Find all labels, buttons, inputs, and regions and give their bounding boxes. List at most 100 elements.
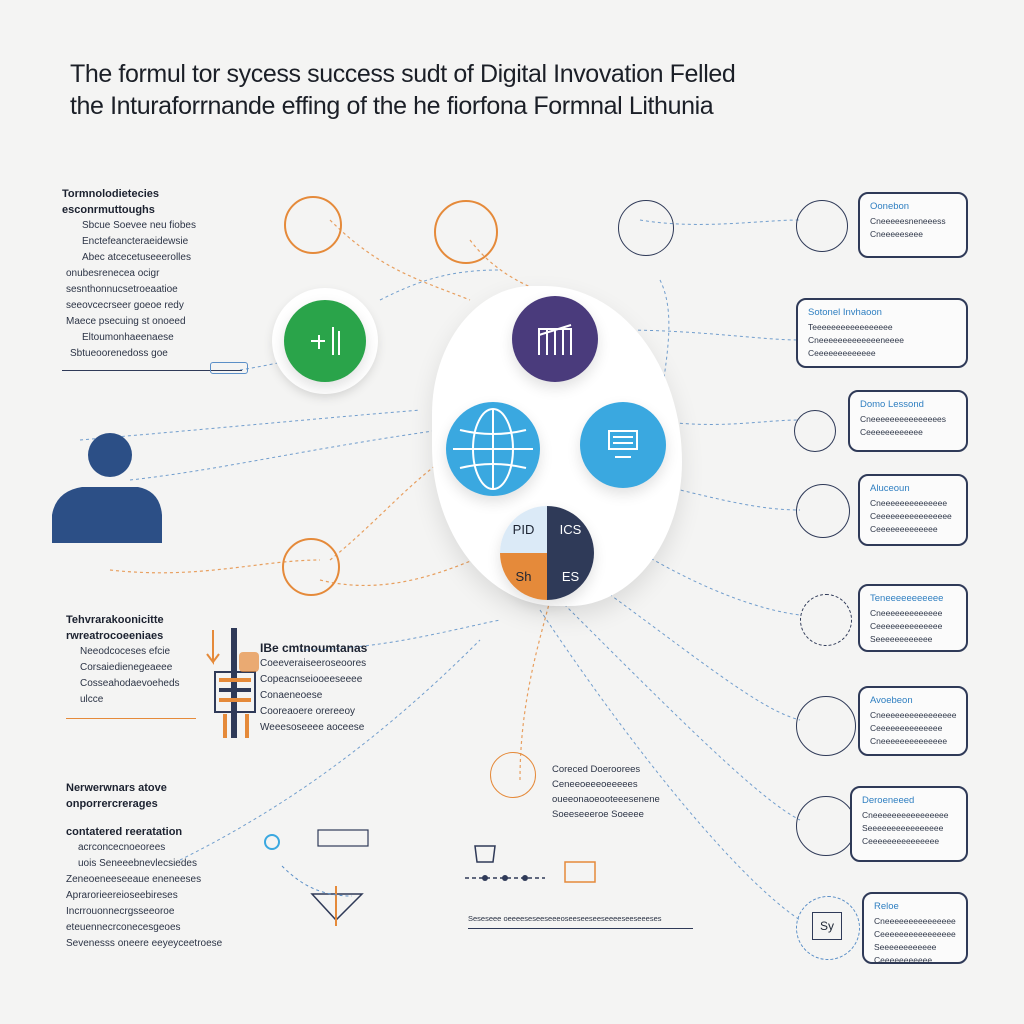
center-bottom-block: Coreced Doeroorees Ceneeoeeeoeeeees ouee… (552, 762, 672, 822)
center-block-line: Cooreaoere orereeoy (260, 706, 356, 717)
target-icon (490, 752, 536, 798)
center-bottom-line: oueeonaoeooteeesenene (552, 794, 660, 805)
card-title: Aluceoun (870, 483, 910, 494)
info-card: Domo Lessond Cneeeeeeeeeeeeeees Ceeeeeee… (848, 390, 968, 452)
card-line: Teeeeeeeeeeeeeeeee (808, 322, 893, 332)
info-card: Deroeneeed Cneeeeeeeeeeeeeeee Seeeeeeeee… (850, 786, 968, 862)
left-bottom-line: Sevenesss oneere eeyeyceetroese (66, 938, 223, 949)
left-bottom-line: uois Seneeebnevlecsiedes (78, 858, 197, 869)
info-card: Sotonel Invhaoon Teeeeeeeeeeeeeeeee Cnee… (796, 298, 968, 368)
person-icon (52, 433, 162, 543)
left-bottom-heading-2: onporrercrerages (66, 798, 158, 810)
left-mid-heading-2: rwreatrocoeeniaes (66, 630, 164, 642)
left-top-line: Sbtueoorenedoss goe (70, 348, 168, 359)
title-line-2: the Inturaforrnande effing of the he fio… (70, 92, 714, 120)
card-title: Avoebeon (870, 695, 913, 706)
globe-icon (446, 402, 540, 496)
center-bottom-line: Ceneeoeeeoeeeees (552, 779, 638, 790)
hand-icon (796, 484, 850, 538)
left-bottom-line: Zeneoeneeseeaue eneneeses (66, 874, 202, 885)
info-card: Avoebeon Cneeeeeeeeeeeeeeee Ceeeeeeeeeee… (858, 686, 968, 756)
card-line: Cneeeeeeeeeeeeeneeee (808, 335, 904, 345)
card-title: Domo Lessond (860, 399, 924, 410)
card-line: Cneeeeeeeeeeeeeeee (870, 710, 957, 720)
card-line: Cneeeeeeeeeeeeeeee (862, 810, 949, 820)
center-block-heading: IBe cmtnoumtanas (260, 641, 368, 655)
center-bottom-line: Soeeseeeroe Soeeee (552, 809, 644, 820)
center-block-line: Coeeveraiseeroseoores (260, 658, 367, 669)
hand-icon (206, 628, 259, 738)
card-line: Ceeeeeeeeeeeeeeee (874, 929, 956, 939)
left-top-heading-2: esconrmuttoughs (62, 204, 155, 216)
left-mid-heading-1: Tehvrarakoonicitte (66, 614, 164, 626)
document-icon (434, 200, 498, 264)
target-icon (796, 896, 860, 960)
left-mid-line: Neeodcoceses efcie (80, 646, 171, 657)
card-line: Ceeeeeeeeeee (874, 955, 933, 965)
document-icon (580, 402, 666, 488)
left-mid-line: ulcce (80, 694, 104, 705)
center-block-line: Weeesoseeee aoceese (260, 722, 365, 733)
sy-icon-label: Sy (812, 912, 842, 940)
quadrant-tl: PID (500, 506, 547, 553)
left-top-line: Eltoumonhaeenaese (82, 332, 174, 343)
left-top-line: Sbcue Soevee neu fiobes (82, 220, 196, 231)
gear-icon (796, 200, 848, 252)
left-mid-block: Tehvrarakoonicitte rwreatrocoeeniaes Nee… (66, 612, 216, 719)
card-line: Cneeeeeeeeeeeeeees (860, 414, 947, 424)
card-line: Ceeeeeeeeeeeeeee (862, 836, 940, 846)
divider (62, 370, 242, 371)
card-line: Ceeeeeeeeeeeee (870, 524, 938, 534)
left-bottom-sub: contatered reeratation (66, 826, 183, 838)
title-line-1: The formul tor sycess success sudt of Di… (70, 60, 736, 88)
left-bottom-block: Nerwerwnars atove onporrercrerages conta… (66, 780, 256, 952)
info-card: Aluceoun Cneeeeeeeeeeeeee Ceeeeeeeeeeeee… (858, 474, 968, 546)
card-line: Ceeeeeeeeeeeeee (870, 621, 943, 631)
card-title: Sotonel Invhaoon (808, 307, 882, 318)
center-text-block: IBe cmtnoumtanas Coeeveraiseeroseoores C… (260, 640, 410, 736)
left-bottom-line: Aprarorieereioseebireses (66, 890, 178, 901)
divider (66, 718, 196, 719)
gear-icon (618, 200, 674, 256)
left-mid-line: Cosseahodaevoeheds (80, 678, 180, 689)
left-top-line: sesnthonnucsetroeaatioe (66, 284, 178, 295)
card-line: Seeeeeeeeeeeeeeee (862, 823, 944, 833)
hand-icon (284, 196, 342, 254)
center-block-line: Copeacnseiooeeseeee (260, 674, 363, 685)
card-line: Ceeeeeeeeeeeee (808, 348, 876, 358)
quadrant-tr: ICS (547, 506, 594, 553)
left-top-heading-1: Tormnolodietecies (62, 188, 159, 200)
pipeline-diagram (465, 845, 596, 883)
card-title: Deroeneeed (862, 795, 915, 806)
card-line: Ceeeeeeeeeeeeee (870, 723, 943, 733)
hand-icon (282, 538, 340, 596)
card-line: Cneeeeeeeeeeeeeee (874, 916, 956, 926)
left-top-block: Tormnolodietecies esconrmuttoughs Sbcue … (62, 186, 262, 371)
gear-icon (796, 796, 856, 856)
left-mid-line: Corsaiedienegeaeee (80, 662, 173, 673)
page-title: The formul tor sycess success sudt of Di… (70, 58, 970, 122)
card-line: Cneeeeeseee (870, 229, 923, 239)
card-line: Cneeeeeeeeeeeeee (870, 736, 948, 746)
quadrant-bl: Sh (500, 553, 547, 600)
left-top-line: onubesrenecea ocigr (66, 268, 160, 279)
card-line: Cneeeeesneneeess (870, 216, 946, 226)
info-card: Teneeeeeeeeeee Cneeeeeeeeeeeee Ceeeeeeee… (858, 584, 968, 652)
card-line: Seeeeeeeeeeee (874, 942, 937, 952)
center-block-line: Conaeneoese (260, 690, 323, 701)
center-bottom-line: Coreced Doeroorees (552, 764, 641, 775)
building-chart-icon (512, 296, 598, 382)
chip-icon (800, 594, 852, 646)
card-title: Teneeeeeeeeeee (870, 593, 944, 604)
card-title: Oonebon (870, 201, 910, 212)
left-top-line: Abec atcecetuseeerolles (82, 252, 191, 263)
card-line: Cneeeeeeeeeeeee (870, 608, 943, 618)
left-top-line: Maece psecuing st onoeed (66, 316, 186, 327)
left-bottom-line: eteuennecrconecesgeoes (66, 922, 181, 933)
left-bottom-line: Incrrouonnecrgsseeoroe (66, 906, 175, 917)
card-line: Ceeeeeeeeeeee (860, 427, 923, 437)
card-title: Reloe (874, 901, 899, 912)
machine-diagram (264, 829, 369, 926)
gear-icon (796, 696, 856, 756)
left-top-line: Enctefeancteraeidewsie (82, 236, 189, 247)
